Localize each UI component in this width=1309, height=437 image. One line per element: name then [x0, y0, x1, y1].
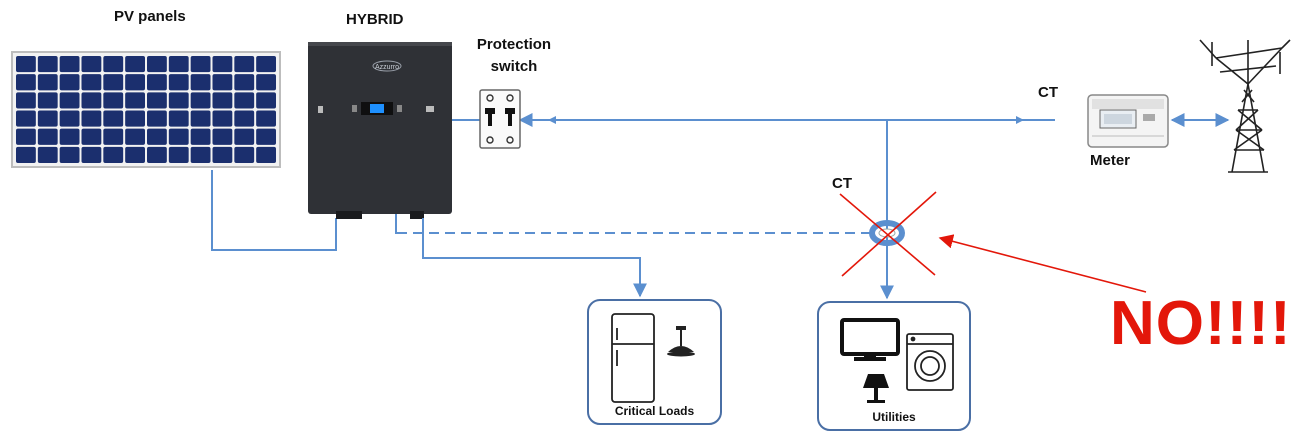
- wrong-ct-position-cross: [839, 191, 937, 277]
- protection-switch-label-line2: switch: [490, 58, 538, 75]
- warning-arrow: [938, 234, 1147, 293]
- hybrid-inverter-icon: Azzurro: [308, 42, 452, 219]
- breaker-icon: [479, 89, 521, 149]
- fridge-icon: [611, 313, 655, 403]
- critical-loads-wire: [422, 218, 647, 298]
- ceiling-lamp-icon: [667, 326, 695, 357]
- utilities-label: Utilities: [872, 410, 916, 424]
- inverter-logo: Azzurro: [375, 64, 399, 71]
- pylon-icon: [1199, 39, 1291, 173]
- monitor-icon: [840, 318, 900, 361]
- solar-panel-icon: [11, 51, 281, 168]
- meter-icon: [1087, 94, 1169, 148]
- ct-grid-label: CT: [1038, 84, 1058, 101]
- lamp-icon: [863, 374, 889, 403]
- pv-panels-label: PV panels: [114, 8, 186, 25]
- critical-loads-label: Critical Loads: [614, 404, 695, 418]
- protection-switch-label-line1: Protection: [476, 36, 552, 53]
- meter-label: Meter: [1090, 152, 1131, 169]
- warning-text: NO!!!!: [1110, 289, 1292, 358]
- washing-machine-icon: [906, 333, 954, 391]
- pv-to-inverter-wire: [211, 170, 337, 251]
- ct-loads-label: CT: [832, 175, 852, 192]
- hybrid-label: HYBRID: [346, 11, 404, 28]
